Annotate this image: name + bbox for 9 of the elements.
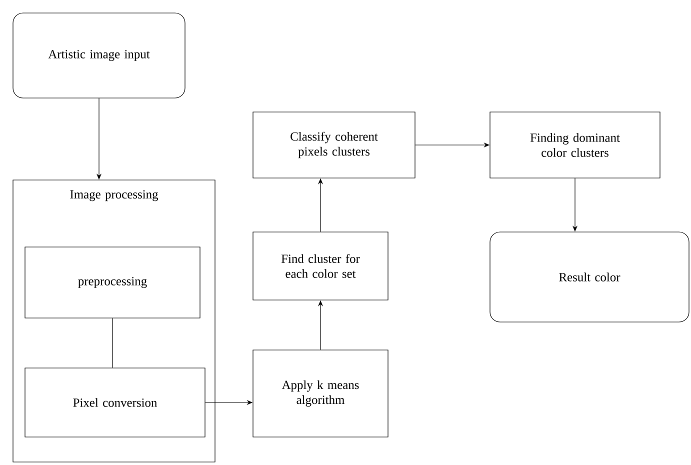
terminal-box: Artistic image input [12, 12, 186, 98]
process-box: Finding dominant color clusters [490, 112, 660, 178]
process-box: preprocessing [24, 246, 200, 318]
process-box: Pixel conversion [24, 368, 206, 438]
connector-line [112, 318, 113, 368]
process-box: Apply k means algorithm [252, 350, 388, 438]
process-box: Find cluster for each color set [252, 232, 388, 300]
process-box: Classify coherent pixels clusters [252, 112, 416, 178]
terminal-box: Result color [490, 232, 690, 322]
